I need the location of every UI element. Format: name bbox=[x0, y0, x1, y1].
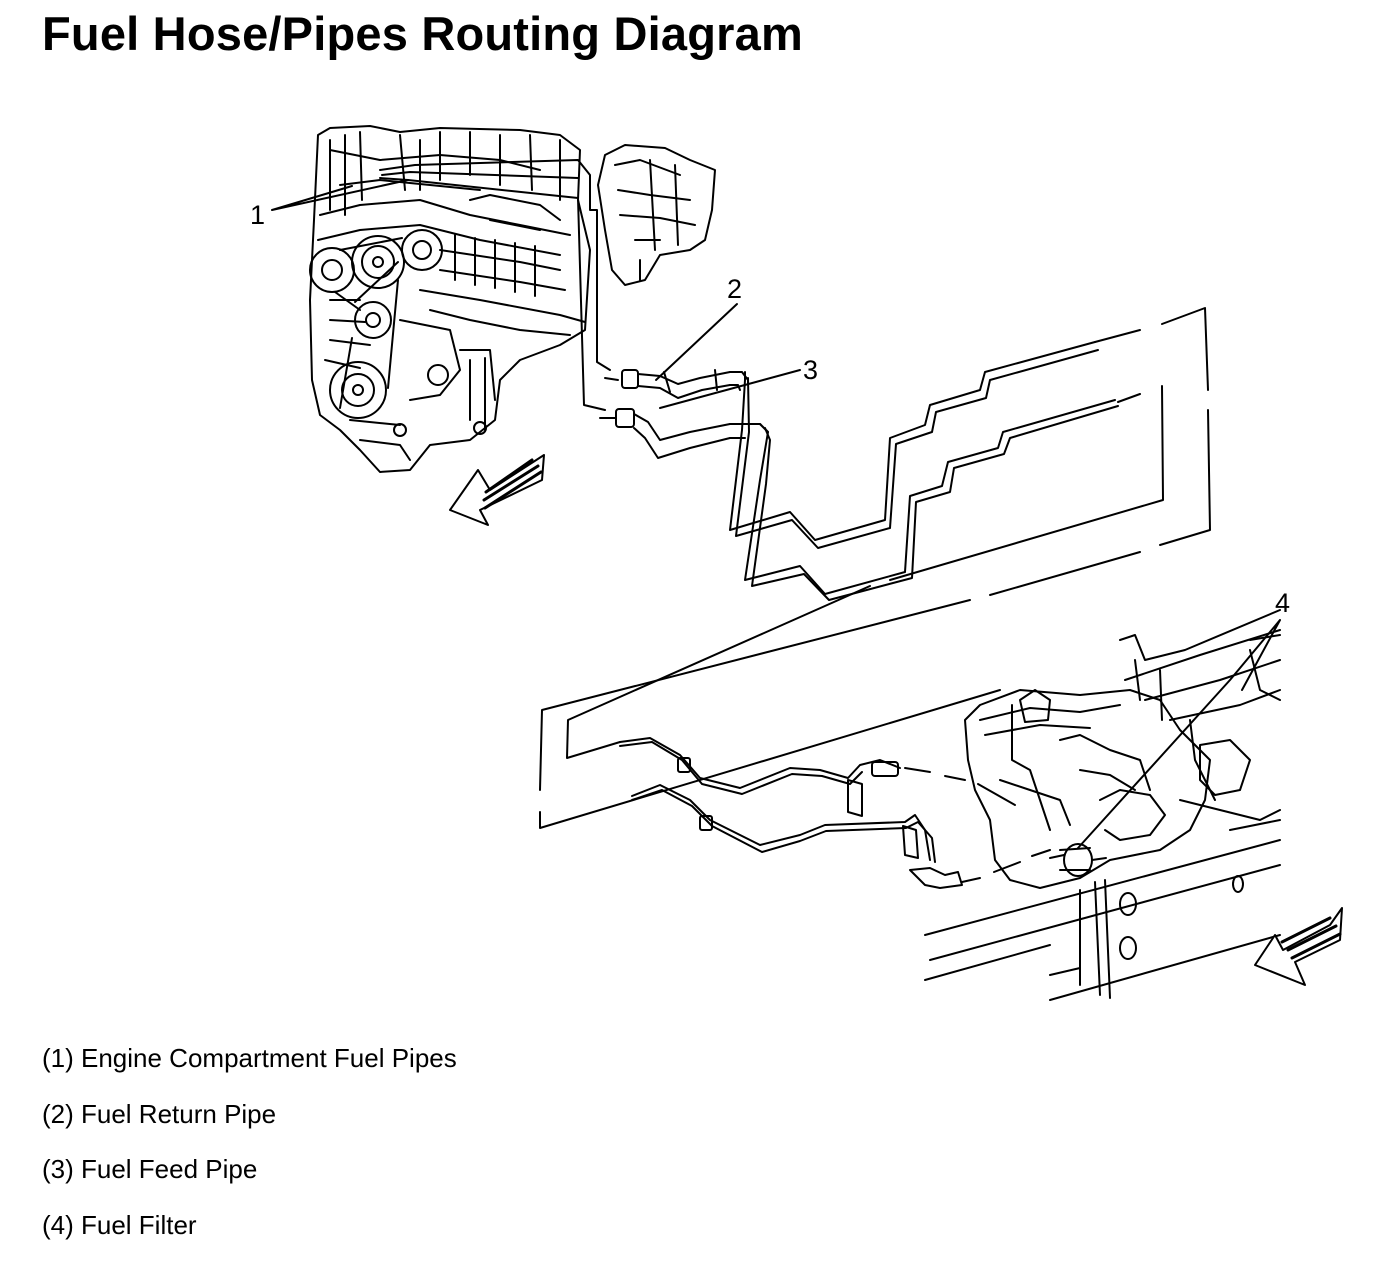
legend: (1) Engine Compartment Fuel Pipes (2) Fu… bbox=[42, 1040, 457, 1262]
rear-direction-arrow bbox=[1255, 908, 1342, 985]
callout-3-label: 3 bbox=[803, 355, 818, 385]
callout-4-label: 4 bbox=[1275, 588, 1290, 618]
legend-item-2: (2) Fuel Return Pipe bbox=[42, 1096, 457, 1152]
engine-assembly bbox=[310, 126, 715, 472]
legend-item-3: (3) Fuel Feed Pipe bbox=[42, 1151, 457, 1207]
callout-2-label: 2 bbox=[727, 274, 742, 304]
callout-2: 2 bbox=[656, 274, 742, 380]
fuel-routing-diagram: 1 2 3 bbox=[0, 0, 1392, 1040]
legend-item-1: (1) Engine Compartment Fuel Pipes bbox=[42, 1040, 457, 1096]
legend-item-4: (4) Fuel Filter bbox=[42, 1207, 457, 1262]
callout-1-label: 1 bbox=[250, 200, 265, 230]
front-direction-arrow bbox=[450, 455, 544, 525]
frame-pipes-upper bbox=[730, 342, 1118, 600]
fuel-tank-assembly bbox=[925, 610, 1280, 1000]
